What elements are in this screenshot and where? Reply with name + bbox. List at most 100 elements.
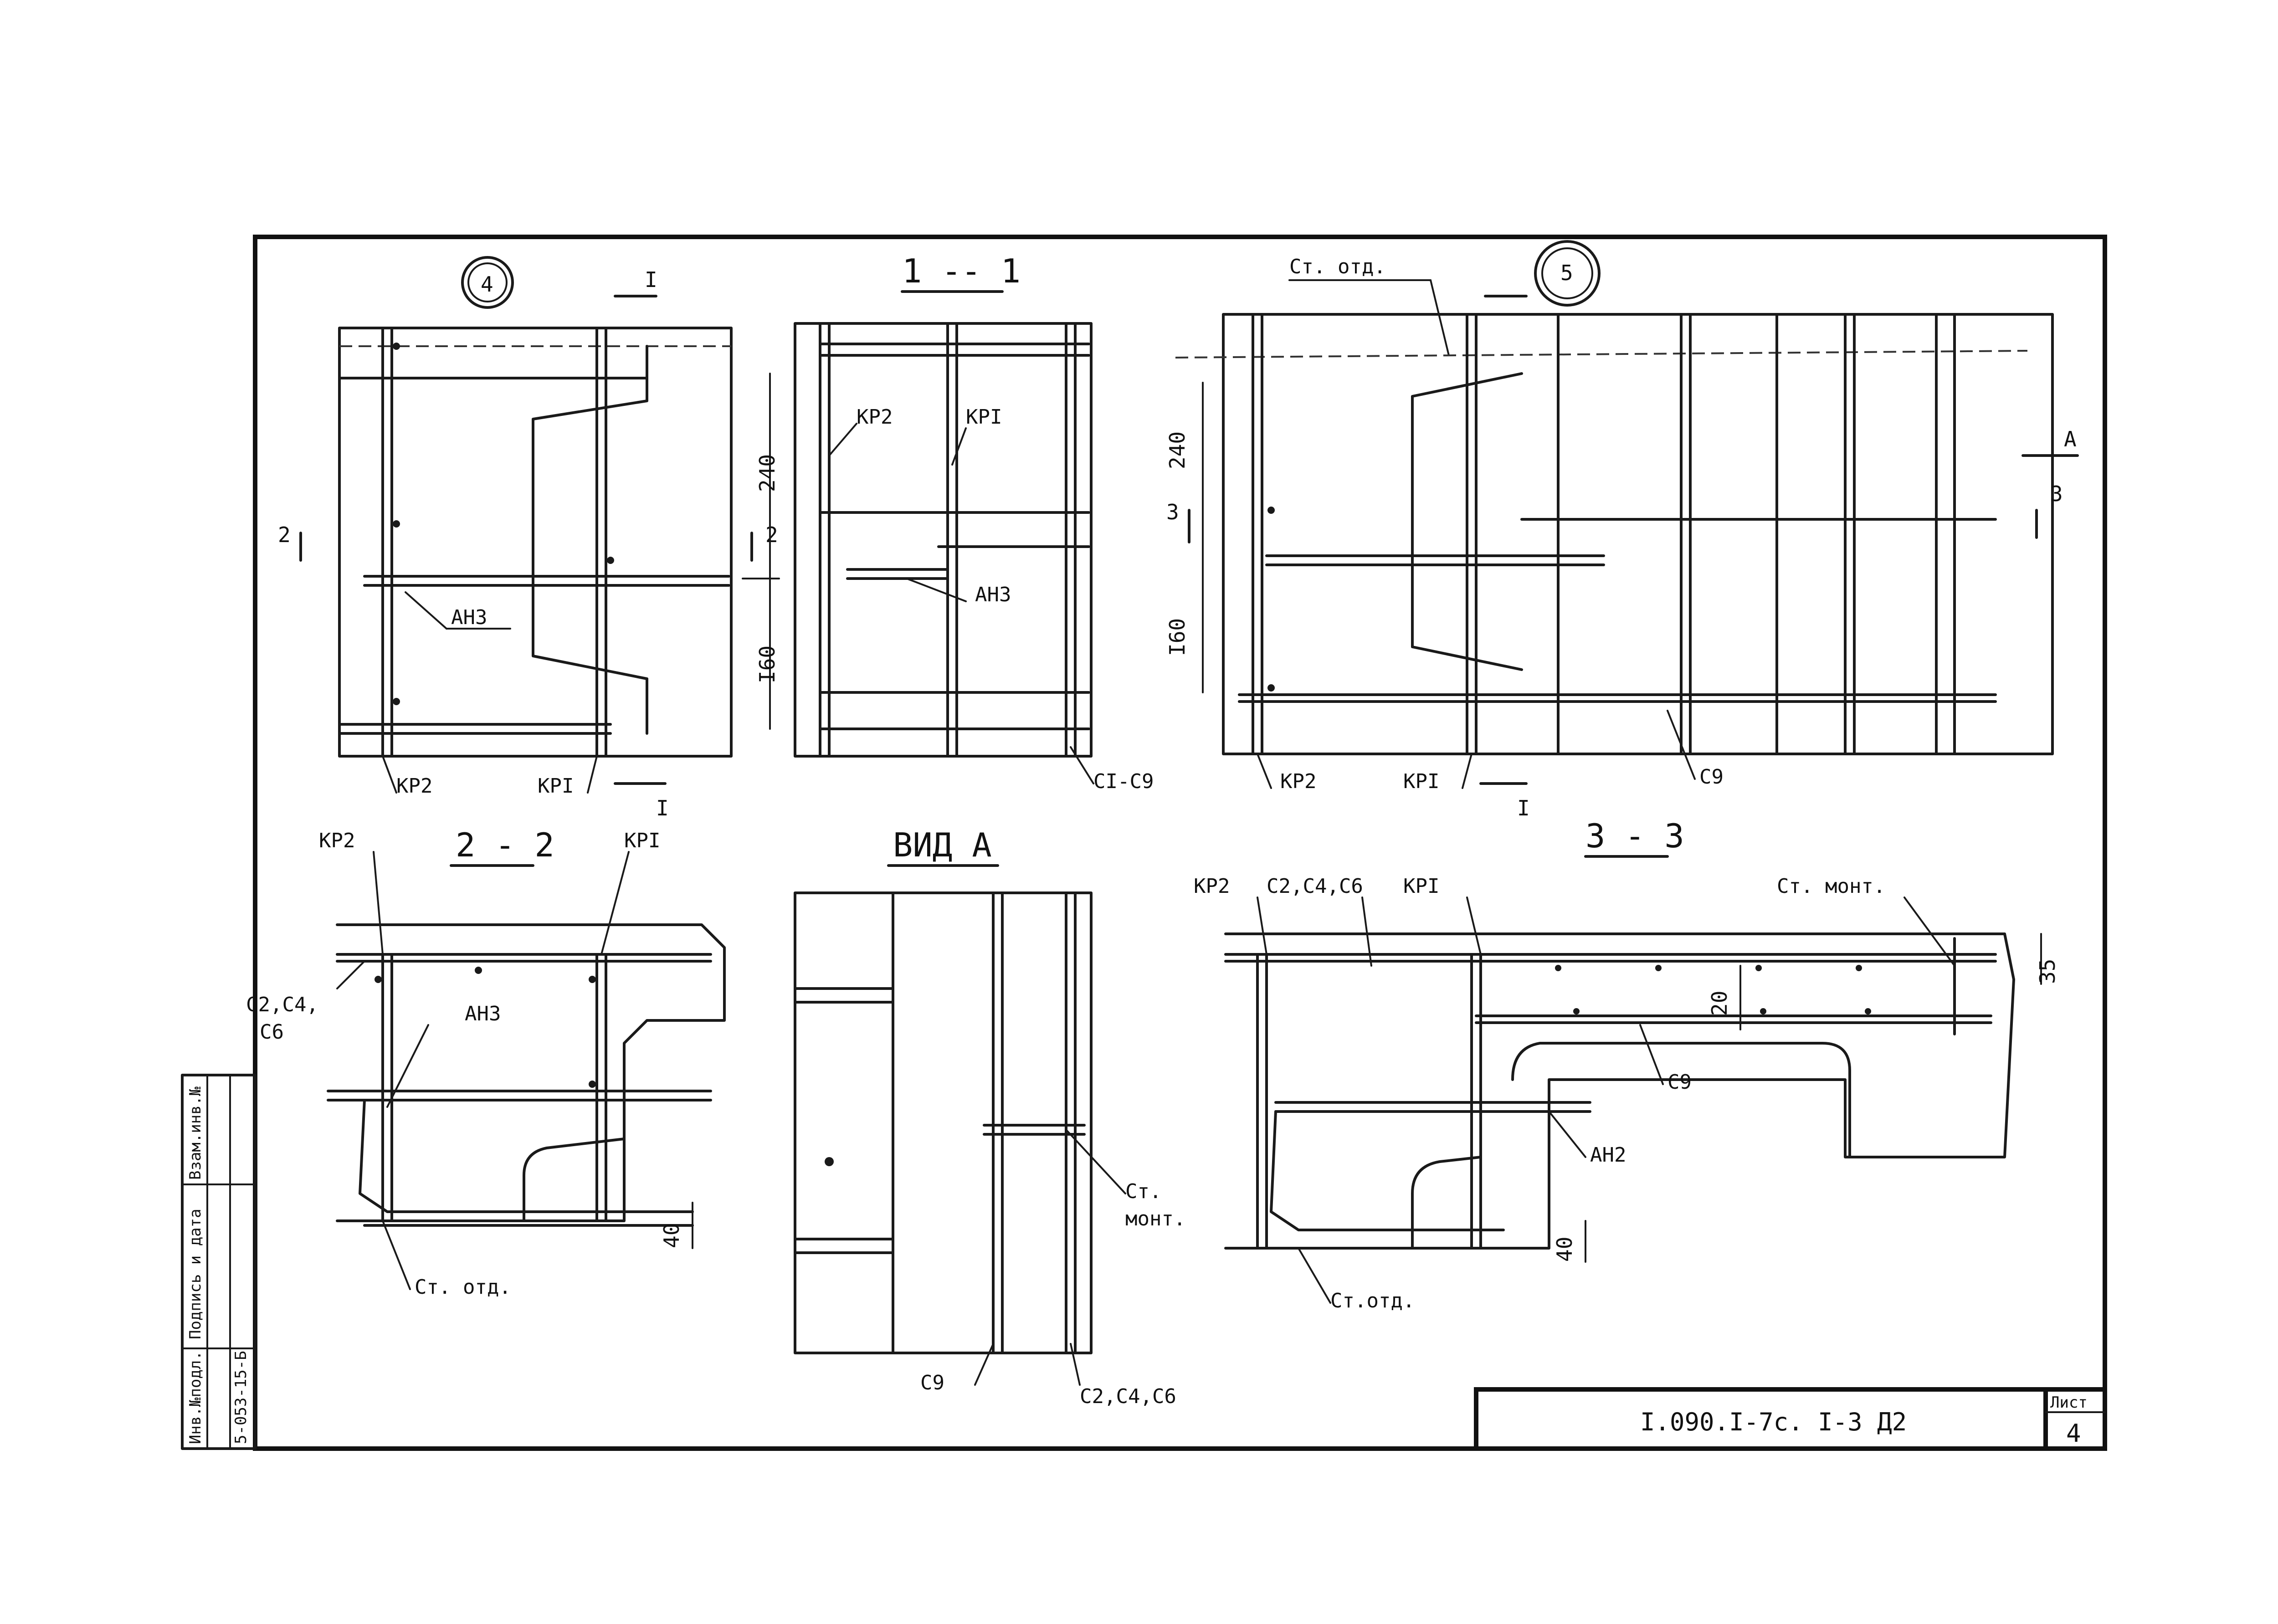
section-mark: 2 bbox=[765, 523, 778, 547]
leader bbox=[1462, 753, 1472, 789]
dim-35: 35 bbox=[2035, 959, 2060, 984]
stamp-inventory-label: Инв.№подл. bbox=[186, 1351, 205, 1444]
leader bbox=[382, 1220, 411, 1290]
frame-border bbox=[253, 235, 2107, 1451]
node-bubble bbox=[1534, 240, 1601, 307]
leader bbox=[951, 427, 967, 466]
leader bbox=[974, 1343, 994, 1386]
dim-160: I60 bbox=[1165, 618, 1190, 656]
drawing-code: I.090.I-7с. I-3 Д2 bbox=[1640, 1408, 1907, 1436]
label-kr1: КРI bbox=[1403, 875, 1439, 898]
stamp-inventory-value: 5-053-15-Б bbox=[232, 1351, 250, 1444]
outline bbox=[1224, 932, 2015, 1250]
bar-dot bbox=[1573, 1008, 1580, 1014]
leader bbox=[1466, 897, 1482, 955]
bar-dot bbox=[825, 1157, 834, 1166]
leader bbox=[1639, 1024, 1664, 1085]
label-kr1: КРI bbox=[538, 774, 574, 798]
dash-line bbox=[1175, 350, 2028, 359]
node-bubble-inner bbox=[467, 262, 508, 302]
leader bbox=[1257, 753, 1272, 789]
bar-dot bbox=[607, 557, 614, 564]
node-number: 4 bbox=[481, 272, 493, 297]
leader bbox=[1430, 279, 1450, 356]
label-an2: АН2 bbox=[1590, 1143, 1626, 1167]
label-kr1: КРI bbox=[1403, 770, 1439, 793]
stamp-signature-label: Подпись и дата bbox=[186, 1209, 205, 1339]
label-c6: C6 bbox=[260, 1020, 284, 1044]
bar-dot bbox=[1655, 965, 1662, 971]
label-st-otd: Cт.отд. bbox=[1330, 1289, 1415, 1312]
leader bbox=[1065, 1129, 1126, 1194]
leader bbox=[405, 591, 447, 630]
leader bbox=[1257, 897, 1267, 955]
title-block bbox=[1474, 1387, 2107, 1451]
section-mark: I bbox=[1517, 796, 1530, 820]
outline-inner bbox=[1511, 1042, 1851, 1158]
label-kr2: КР2 bbox=[857, 405, 893, 429]
dim-40: 40 bbox=[1552, 1237, 1577, 1262]
section-mark: 3 bbox=[1166, 500, 1179, 524]
label-st-otd: Cт. отд. bbox=[415, 1276, 511, 1299]
label-kr2: КР2 bbox=[1194, 875, 1230, 898]
leader bbox=[1667, 710, 1696, 780]
view-title: 1 -- 1 bbox=[902, 252, 1021, 290]
dim-20: 20 bbox=[1707, 991, 1732, 1016]
label-c9: C9 bbox=[1667, 1071, 1692, 1094]
bent-bar bbox=[523, 1137, 626, 1222]
sheet-frame: Инв.№подл. 5-053-15-Б Подпись и дата Вза… bbox=[181, 235, 2107, 1451]
outline bbox=[794, 891, 1093, 1354]
bar-dot bbox=[475, 967, 482, 974]
sheet-number: 4 bbox=[2066, 1419, 2081, 1448]
outline bbox=[1222, 313, 2054, 755]
view-node-5: 5 Cт. отд. 240 I60 3 3 А I bbox=[1165, 240, 2079, 820]
bar-dot bbox=[589, 1081, 596, 1088]
bar-dot bbox=[393, 698, 400, 705]
cutout-line bbox=[1411, 372, 1523, 671]
section-mark: I bbox=[645, 267, 657, 292]
dim-240: 240 bbox=[1165, 431, 1190, 469]
leader bbox=[1298, 1247, 1331, 1304]
section-mark: 3 bbox=[2050, 482, 2063, 506]
node-bubble-inner bbox=[1541, 247, 1593, 299]
leader bbox=[386, 1024, 429, 1108]
outline bbox=[338, 327, 733, 758]
label-c2-c4-c6: C2,C4,C6 bbox=[1080, 1385, 1176, 1408]
dim-40: 40 bbox=[659, 1223, 684, 1248]
leader bbox=[828, 423, 857, 456]
leader bbox=[600, 851, 630, 955]
bar-hook bbox=[359, 1099, 694, 1213]
section-mark: 2 bbox=[278, 523, 291, 547]
leader bbox=[1903, 897, 1955, 967]
leader bbox=[587, 755, 598, 794]
view-title: ВИД А bbox=[893, 826, 992, 864]
note-st-otd: Cт. отд. bbox=[1289, 255, 1386, 278]
bar-dot bbox=[1865, 1008, 1871, 1014]
node-number: 5 bbox=[1560, 261, 1573, 285]
view-a: ВИД А Cт. монт. C9 C2,C4,C6 bbox=[794, 826, 1185, 1408]
side-stamp-box bbox=[181, 1074, 257, 1450]
bar-dot bbox=[375, 976, 382, 983]
view-title: 2 - 2 bbox=[456, 826, 554, 864]
label-c9: C9 bbox=[1699, 765, 1724, 789]
sheet-label: Лист bbox=[2050, 1393, 2088, 1412]
bar-dot bbox=[1856, 965, 1862, 971]
label-kr1: КРI bbox=[966, 405, 1002, 429]
label-mont: монт. bbox=[1125, 1207, 1185, 1230]
outline bbox=[336, 923, 726, 1222]
section-mark: I bbox=[656, 796, 669, 820]
label-an3: АН3 bbox=[451, 606, 487, 629]
bar-dot bbox=[589, 976, 596, 983]
node-bubble bbox=[461, 256, 514, 309]
leader bbox=[1070, 746, 1094, 784]
view-node-4: 4 I I 2 2 240 I60 АН3 КР2 КРI bbox=[278, 256, 780, 820]
leader bbox=[906, 578, 967, 602]
label-c2-c4: C2,C4, bbox=[246, 993, 318, 1016]
leader bbox=[382, 755, 397, 794]
view-section-2-2: 2 - 2 40 КР2 КРI C2,C4, C6 АН3 Cт. отд. bbox=[246, 826, 726, 1299]
view-section-3-3: 3 - 3 35 20 40 КР2 C2,C4,C6 КРI Cт. монт… bbox=[1194, 817, 2060, 1312]
label-c2-c4-c6: C2,C4,C6 bbox=[1267, 875, 1363, 898]
bar-dot bbox=[393, 343, 400, 350]
cutout-line bbox=[532, 345, 648, 735]
label-an3: АН3 bbox=[465, 1002, 501, 1025]
